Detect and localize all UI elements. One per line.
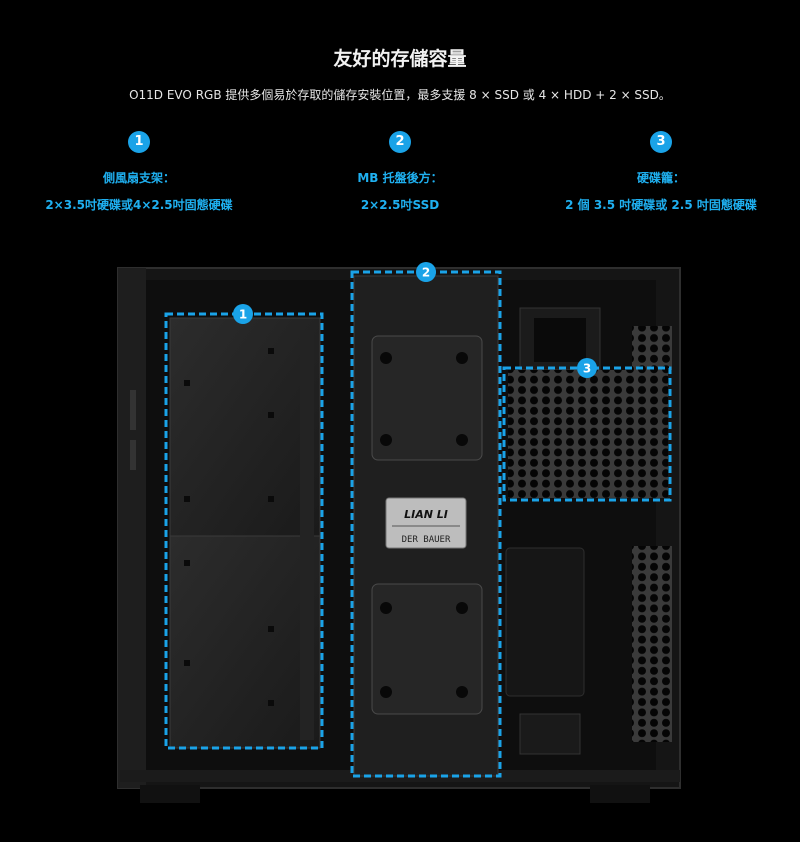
marker-1-label: 1 xyxy=(239,308,247,322)
case-foot-right xyxy=(590,785,650,803)
marker-1: 1 xyxy=(233,304,253,324)
feature-detail: 2×3.5吋硬碟或4×2.5吋固態硬碟 xyxy=(45,198,233,212)
der-bauer-logo-text: DER BAUER xyxy=(402,535,451,545)
front-port-icon xyxy=(130,440,136,470)
feature-drive-cage: 3 硬碟籠： 2 個 3.5 吋硬碟或 2.5 吋固態硬碟 xyxy=(531,131,791,213)
feature-number-badge: 1 xyxy=(128,131,150,153)
lian-li-badge xyxy=(385,497,467,549)
feature-side-fan-bracket: 1 側風扇支架： 2×3.5吋硬碟或4×2.5吋固態硬碟 xyxy=(9,131,269,213)
highlight-mb-tray xyxy=(350,270,502,778)
feature-detail: 2 個 3.5 吋硬碟或 2.5 吋固態硬碟 xyxy=(565,198,757,212)
marker-3: 3 xyxy=(577,358,597,378)
case-foot-left xyxy=(140,785,200,803)
page-title: 友好的存儲容量 xyxy=(333,48,467,70)
rear-mesh-top xyxy=(632,326,672,370)
feature-title: MB 托盤後方： xyxy=(357,171,443,185)
ssd-mount-lower xyxy=(371,583,483,715)
drive-plate-screw-holes xyxy=(184,348,274,706)
ssd-mount-holes xyxy=(380,352,468,698)
ssd-mount-upper xyxy=(371,335,483,461)
feature-title: 硬碟籠： xyxy=(636,171,685,185)
feature-mb-tray: 2 MB 托盤後方： 2×2.5吋SSD xyxy=(270,131,530,213)
psu-shroud xyxy=(505,547,585,697)
page-subtitle: O11D EVO RGB 提供多個易於存取的儲存安裝位置，最多支援 8 × SS… xyxy=(129,88,671,102)
marker-2: 2 xyxy=(416,262,436,282)
feature-number-badge: 3 xyxy=(650,131,672,153)
bracket-rail xyxy=(300,330,314,740)
marker-2-label: 2 xyxy=(422,266,430,280)
rear-mesh-bottom xyxy=(632,546,672,742)
top-fan-opening xyxy=(534,318,586,362)
front-button-icon xyxy=(130,390,136,430)
lian-li-logo-text: LIAN LI xyxy=(404,508,448,521)
drive-plate-lower xyxy=(169,535,321,749)
drive-plate-upper xyxy=(169,317,321,537)
cable-bracket xyxy=(519,713,581,755)
case-front-edge xyxy=(118,268,146,788)
feature-number-badge: 2 xyxy=(389,131,411,153)
feature-detail: 2×2.5吋SSD xyxy=(360,198,440,212)
drive-cage-mesh xyxy=(508,370,668,498)
marker-3-label: 3 xyxy=(583,362,591,376)
feature-title: 側風扇支架： xyxy=(102,171,175,185)
